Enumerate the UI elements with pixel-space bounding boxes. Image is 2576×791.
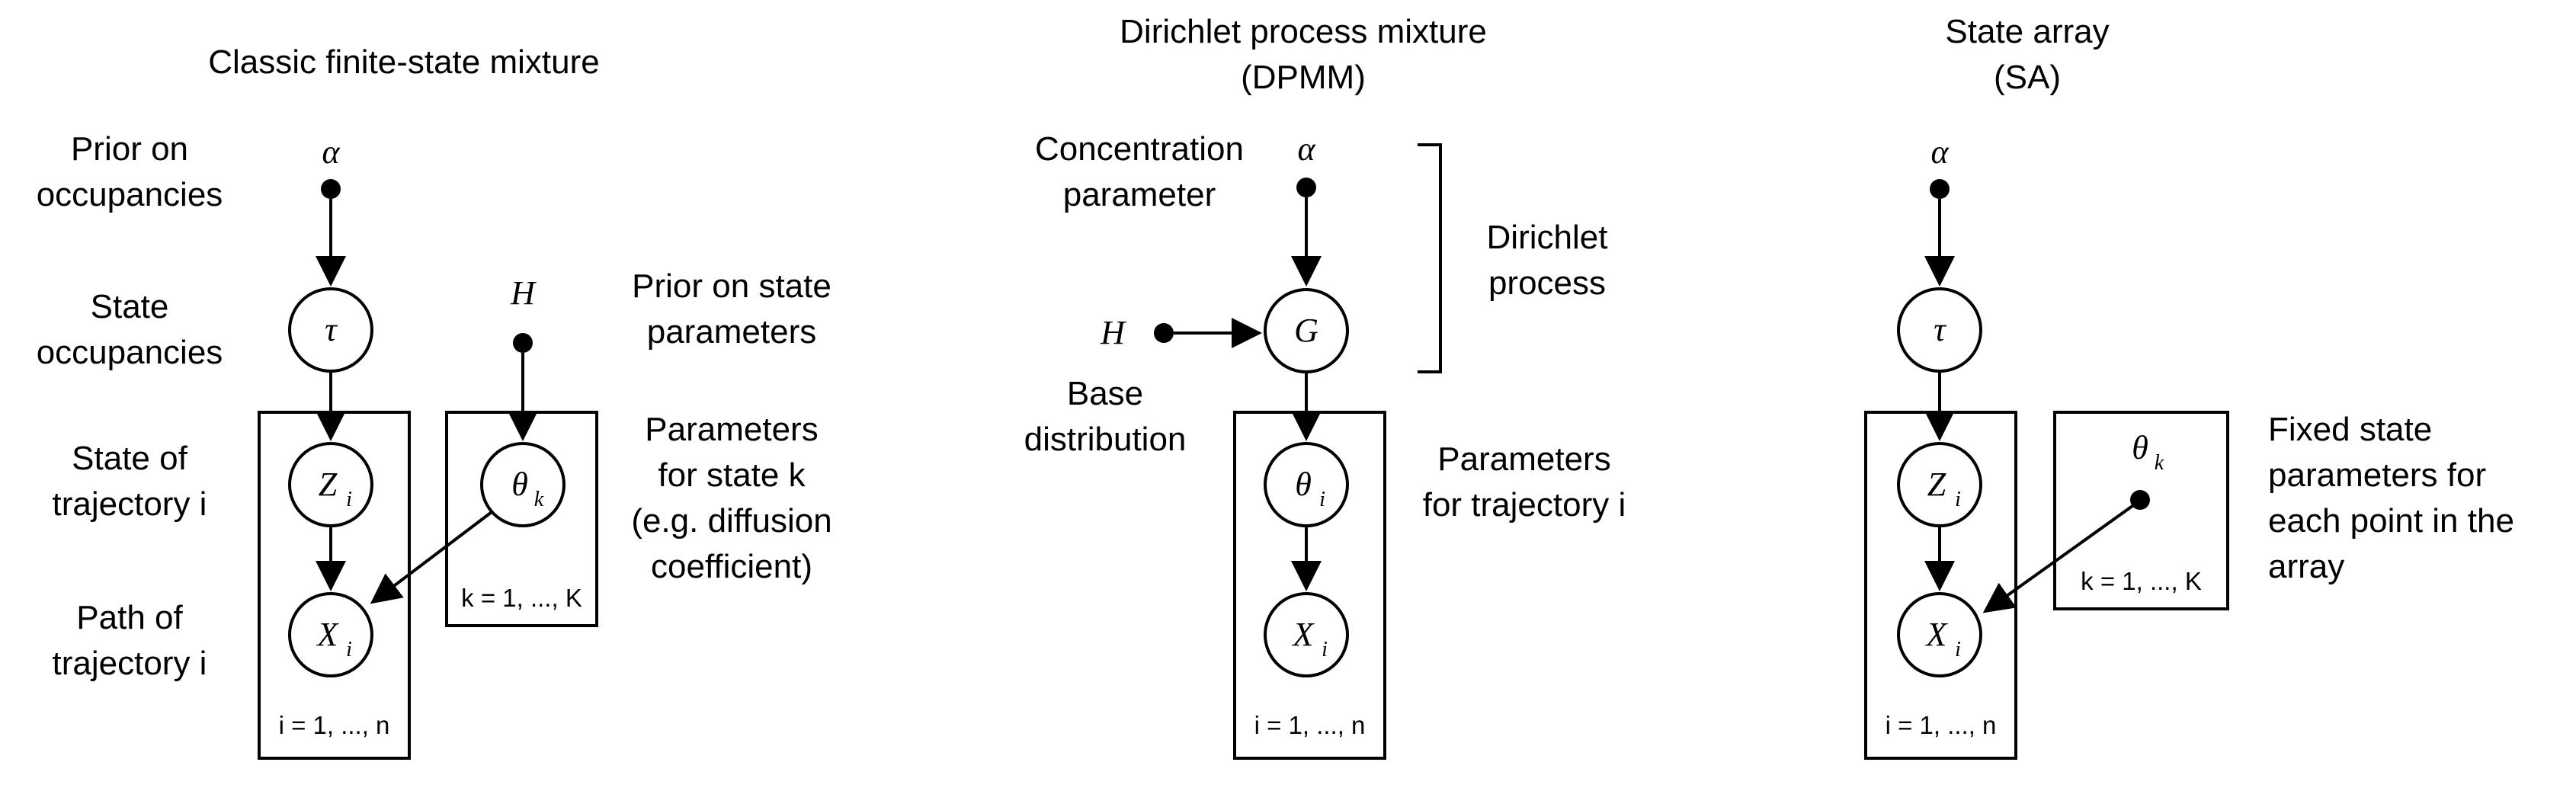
label-state-occupancies: State occupancies xyxy=(36,288,223,371)
panel-title: State array (SA) xyxy=(1945,13,2110,96)
z-subscript: i xyxy=(346,488,352,511)
label-dirichlet-process: Dirichlet process xyxy=(1486,219,1608,302)
alpha-symbol: α xyxy=(322,133,340,171)
edge-theta-x xyxy=(370,511,493,604)
x-subscript: i xyxy=(1955,638,1961,661)
panel-classic-mixture xyxy=(258,179,598,760)
x-symbol: X xyxy=(1926,616,1947,653)
theta-subscript: k xyxy=(533,488,544,511)
g-symbol: G xyxy=(1294,312,1318,349)
plate-states xyxy=(2053,411,2229,610)
alpha-symbol: α xyxy=(1930,133,1949,171)
tau-symbol: τ xyxy=(325,311,337,348)
plate-states-label: k = 1, ..., K xyxy=(461,584,582,612)
x-symbol: X xyxy=(1293,616,1314,653)
alpha-dot xyxy=(321,179,341,199)
x-subscript: i xyxy=(1322,638,1328,661)
label-concentration-parameter: Concentration parameter xyxy=(1035,130,1244,213)
alpha-dot xyxy=(1930,179,1950,199)
label-base-distribution: Base distribution xyxy=(1024,375,1187,458)
tau-symbol: τ xyxy=(1934,311,1946,348)
plate-trajectories-label: i = 1, ..., n xyxy=(1254,711,1366,739)
label-prior-on-occupancies: Prior on occupancies xyxy=(36,130,223,213)
node-x xyxy=(1897,592,1982,677)
panel-dpmm xyxy=(1154,143,1442,760)
label-state-of-trajectory: State of trajectory i xyxy=(52,440,207,523)
panel-title: Classic finite-state mixture xyxy=(208,43,600,81)
label-path-of-trajectory: Path of trajectory i xyxy=(52,599,207,682)
theta-symbol: θ xyxy=(2132,429,2148,466)
node-x xyxy=(1264,592,1349,677)
z-symbol: Z xyxy=(1927,466,1946,503)
edge-theta-x xyxy=(1982,504,2134,613)
dirichlet-process-bracket xyxy=(1418,143,1442,373)
label-parameters-for-state: Parameters for state k (e.g. diffusion c… xyxy=(631,411,832,585)
z-subscript: i xyxy=(1955,488,1961,511)
alpha-dot xyxy=(1296,178,1316,197)
h-dot xyxy=(1154,323,1174,343)
panel-title: Dirichlet process mixture (DPMM) xyxy=(1120,13,1487,96)
h-symbol: H xyxy=(511,274,535,312)
node-theta xyxy=(480,442,566,527)
node-x xyxy=(288,592,373,677)
h-dot xyxy=(513,333,533,353)
label-fixed-state-parameters: Fixed state parameters for each point in… xyxy=(2268,411,2514,585)
theta-symbol: θ xyxy=(1295,466,1312,503)
z-symbol: Z xyxy=(318,466,338,503)
label-prior-on-state-parameters: Prior on state parameters xyxy=(632,267,831,351)
plate-trajectories-label: i = 1, ..., n xyxy=(278,711,390,739)
theta-subscript: k xyxy=(2154,451,2164,475)
plate-trajectories-label: i = 1, ..., n xyxy=(1885,711,1997,739)
theta-subscript: i xyxy=(1319,488,1325,511)
plate-states-label: k = 1, ..., K xyxy=(2081,567,2202,595)
label-parameters-for-trajectory: Parameters for trajectory i xyxy=(1422,440,1626,524)
x-subscript: i xyxy=(346,638,352,661)
x-symbol: X xyxy=(317,616,338,653)
theta-symbol: θ xyxy=(511,466,528,503)
panel-state-array xyxy=(1864,179,2229,760)
alpha-symbol: α xyxy=(1297,130,1315,168)
theta-fixed-dot xyxy=(2130,490,2150,510)
h-symbol: H xyxy=(1101,314,1125,351)
